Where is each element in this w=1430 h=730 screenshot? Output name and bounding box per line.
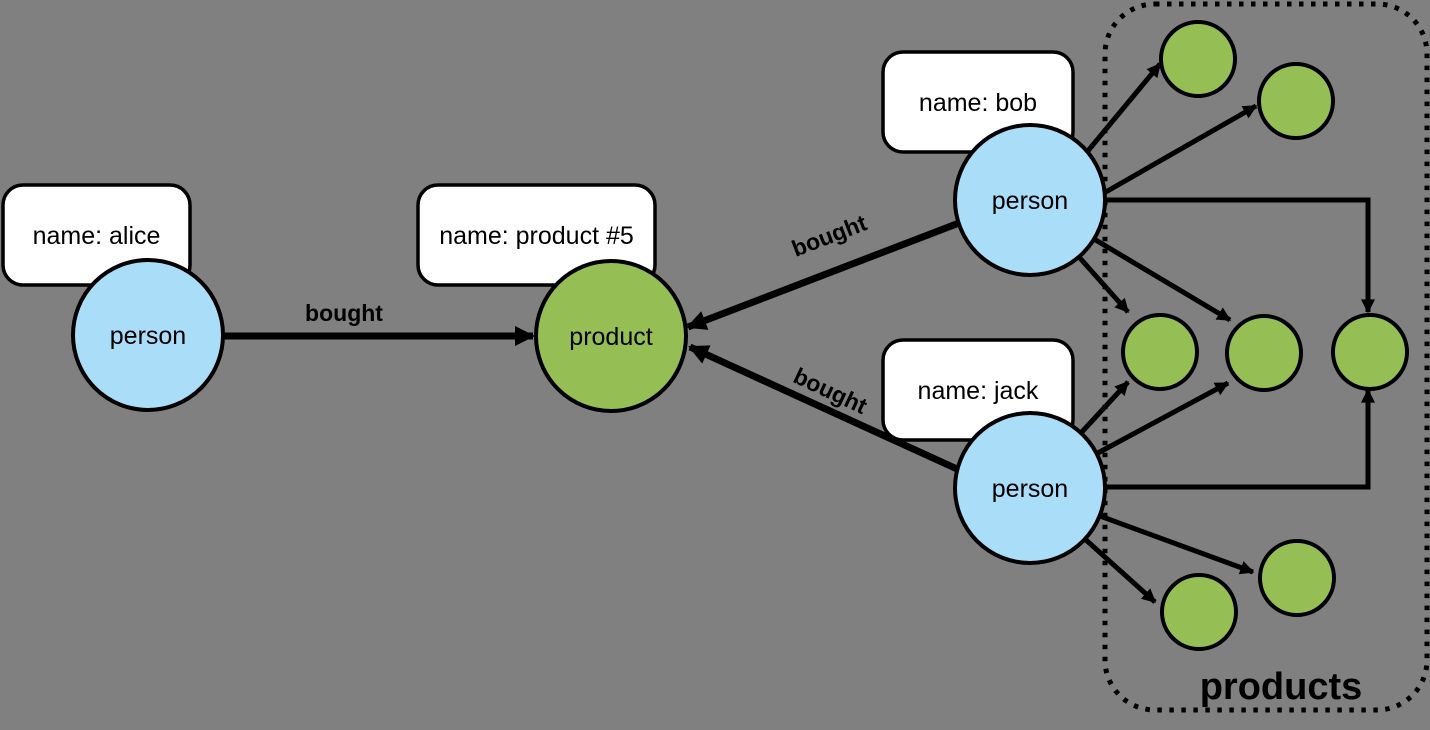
small-product-node-product-f <box>1160 573 1238 651</box>
edge-jack-to-product-f <box>1084 538 1157 604</box>
edge-jack-to-product-c <box>1078 380 1130 436</box>
property-label-text-alice: name: alice <box>33 222 161 250</box>
edge-jack-bought-product5 <box>688 343 959 473</box>
edge-jack-to-product-e <box>1105 388 1375 490</box>
small-product-node-product-b <box>1257 62 1335 140</box>
edge-jack-to-product-d <box>1094 380 1230 457</box>
edge-jack-to-product-g <box>1099 513 1255 575</box>
products-group-border <box>1102 1 1430 713</box>
person-node-label-alice: person <box>110 322 186 350</box>
small-product-node-product-e <box>1331 313 1409 391</box>
property-label-text-product5: name: product #5 <box>439 222 634 250</box>
bought-edge-label-alice: bought <box>305 300 383 326</box>
small-product-node-product-g <box>1258 539 1336 617</box>
edge-bob-to-product-e <box>1105 197 1375 314</box>
edge-bob-to-product-d <box>1092 236 1232 323</box>
product-node-product5 <box>534 259 688 413</box>
person-node-label-jack: person <box>992 475 1068 503</box>
small-product-node-product-c <box>1121 313 1199 391</box>
person-node-jack <box>953 411 1107 565</box>
property-label-box-product5 <box>416 183 657 287</box>
person-node-alice <box>71 258 225 412</box>
small-product-node-product-a <box>1159 20 1237 98</box>
edge-bob-to-product-c <box>1077 255 1130 314</box>
person-node-bob <box>953 123 1107 277</box>
bought-edge-label-bob: bought <box>788 209 870 261</box>
edge-bob-to-product-b <box>1102 103 1258 196</box>
person-node-label-bob: person <box>992 187 1068 215</box>
edge-bob-to-product-a <box>1085 62 1162 154</box>
product-node-label-product5: product <box>569 323 652 351</box>
small-product-node-product-d <box>1225 314 1303 392</box>
edge-bob-bought-product5 <box>686 219 961 331</box>
products-group-label: products <box>1200 666 1363 708</box>
property-label-text-bob: name: bob <box>919 89 1037 117</box>
property-label-text-jack: name: jack <box>918 377 1039 405</box>
